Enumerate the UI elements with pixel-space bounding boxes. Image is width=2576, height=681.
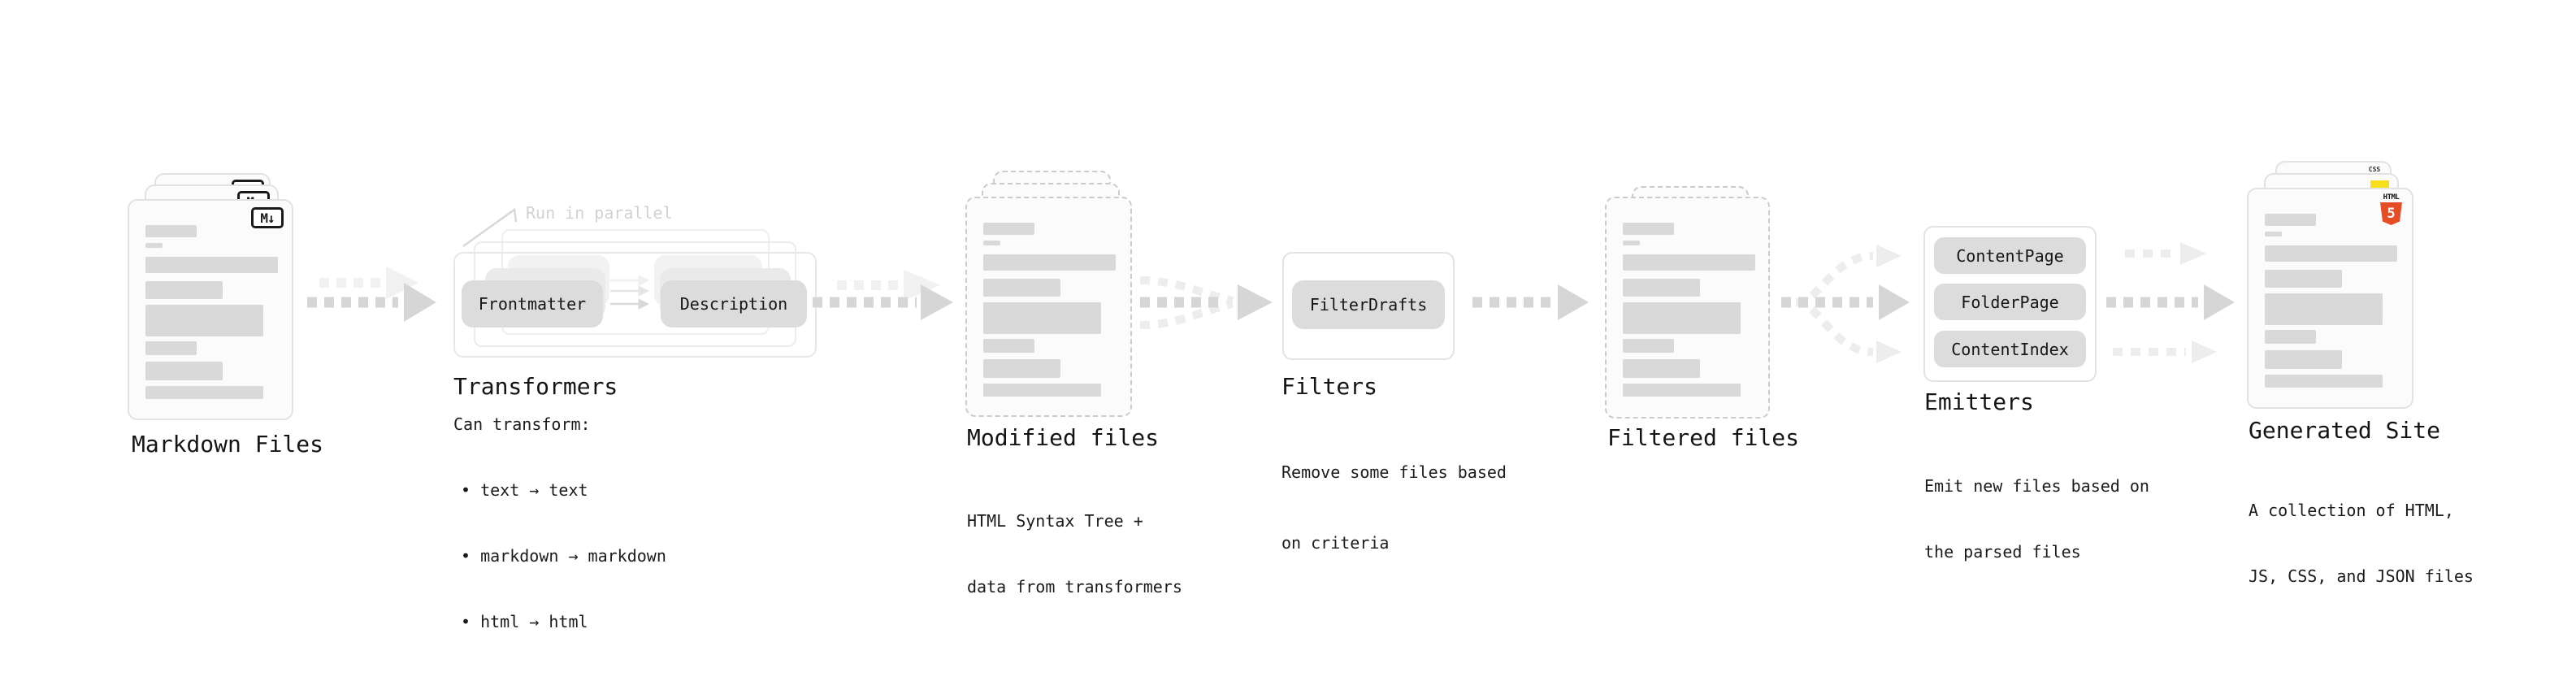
stage-label-modified-files: Modified files	[967, 424, 1160, 451]
filtered-card-front	[1605, 197, 1770, 419]
arrow-icon	[813, 284, 953, 320]
placeholder-line	[145, 386, 263, 399]
parallel-arrow-bottom	[2113, 340, 2217, 363]
arrow-icon	[2106, 284, 2235, 320]
css-badge-text: CSS	[2368, 166, 2381, 173]
converge-curve-top	[1139, 276, 1234, 305]
placeholder-line	[1623, 359, 1700, 378]
converge-curve-bottom	[1139, 300, 1234, 329]
modified-files-desc: HTML Syntax Tree + data from transformer…	[967, 466, 1182, 642]
mini-arrow-icon	[610, 285, 650, 297]
flow-arrow-markdown-to-transformers	[307, 267, 436, 322]
desc-line: data from transformers	[967, 577, 1182, 596]
html5-icon: HTML 5	[2380, 194, 2402, 225]
placeholder-line	[1623, 279, 1700, 297]
run-in-parallel-annotation: Run in parallel	[526, 203, 673, 223]
transformers-bullets: • text → text • markdown → markdown • ht…	[461, 436, 666, 677]
transform-bullet: • text → text	[461, 480, 588, 500]
html5-shield: 5	[2380, 202, 2402, 225]
html5-badge-text: HTML	[2383, 193, 2400, 202]
placeholder-line	[2265, 330, 2316, 344]
desc-line: A collection of HTML,	[2249, 501, 2454, 520]
placeholder-line	[1623, 302, 1741, 334]
placeholder-line	[1623, 384, 1741, 397]
placeholder-line	[2265, 350, 2342, 369]
placeholder-line	[983, 279, 1060, 297]
placeholder-line	[1623, 254, 1755, 271]
placeholder-line	[2265, 293, 2383, 325]
markdown-card-front: M↓	[128, 199, 293, 420]
placeholder-line	[2265, 245, 2397, 262]
placeholder-line	[983, 384, 1101, 397]
filters-box	[1282, 252, 1455, 360]
mini-arrow-icon	[610, 298, 650, 310]
emitter-pill-contentpage: ContentPage	[1934, 237, 2086, 274]
flow-arrow-filters-to-filtered	[1472, 284, 1589, 320]
placeholder-line	[983, 223, 1034, 235]
transform-bullet: • markdown → markdown	[461, 546, 666, 566]
placeholder-line	[145, 281, 223, 299]
generated-card-front: HTML 5	[2247, 188, 2413, 409]
filters-desc: Remove some files based on criteria	[1281, 414, 1507, 602]
placeholder-line	[1623, 339, 1674, 353]
arrow-icon	[1781, 284, 1910, 320]
placeholder-line	[145, 225, 197, 237]
placeholder-line	[983, 241, 1000, 245]
emitter-pill-contentindex: ContentIndex	[1934, 331, 2086, 367]
stage-label-markdown-files: Markdown Files	[132, 431, 324, 458]
emitters-desc: Emit new files based on the parsed files	[1924, 432, 2149, 607]
placeholder-line	[145, 257, 278, 273]
desc-line: JS, CSS, and JSON files	[2249, 566, 2474, 586]
html5-badge-number: 5	[2387, 205, 2396, 222]
arrow-icon	[1140, 284, 1273, 320]
stage-label-transformers: Transformers	[453, 373, 618, 400]
emitters-box	[1923, 226, 2097, 382]
desc-line: HTML Syntax Tree +	[967, 511, 1143, 531]
placeholder-line	[983, 254, 1116, 271]
transformers-desc-title: Can transform:	[453, 414, 591, 434]
placeholder-line	[983, 339, 1034, 353]
desc-line: Emit new files based on	[1924, 476, 2149, 496]
placeholder-line	[983, 302, 1101, 334]
filterdrafts-pill: FilterDrafts	[1292, 280, 1445, 329]
markdown-icon: M↓	[251, 207, 284, 228]
stage-label-filtered-files: Filtered files	[1607, 424, 1800, 451]
desc-line: the parsed files	[1924, 542, 2081, 562]
placeholder-line	[983, 359, 1060, 378]
flow-arrow-emitters-to-generated	[2106, 242, 2235, 363]
generated-site-desc: A collection of HTML, JS, CSS, and JSON …	[2249, 456, 2474, 631]
placeholder-line	[145, 305, 263, 336]
frontmatter-pill: Frontmatter	[462, 280, 603, 327]
placeholder-line	[2265, 214, 2316, 226]
description-pill: Description	[661, 280, 807, 327]
stage-label-generated-site: Generated Site	[2249, 417, 2441, 444]
transform-mini-arrows	[610, 275, 650, 310]
placeholder-line	[2265, 232, 2282, 236]
arrow-icon	[307, 283, 436, 322]
placeholder-line	[1623, 223, 1674, 235]
placeholder-line	[2265, 270, 2342, 288]
flow-arrow-filtered-to-emitters	[1781, 245, 1910, 363]
flow-arrow-transformers-to-modified	[813, 270, 953, 320]
transform-bullet: • html → html	[461, 612, 588, 631]
flow-arrow-modified-to-filters	[1139, 276, 1273, 329]
parallel-arrow-top	[2125, 242, 2206, 265]
modified-card-front	[965, 197, 1132, 417]
arrow-icon	[1472, 284, 1589, 320]
desc-line: Remove some files based	[1281, 462, 1507, 482]
annotation-bracket	[462, 207, 518, 248]
ghost-arrow-icon	[319, 267, 418, 299]
placeholder-line	[1623, 241, 1640, 245]
stage-label-emitters: Emitters	[1924, 388, 2034, 415]
emitter-pill-folderpage: FolderPage	[1934, 284, 2086, 320]
placeholder-line	[2265, 375, 2383, 388]
placeholder-line	[145, 243, 163, 248]
placeholder-line	[145, 341, 197, 355]
mini-arrow-icon	[610, 275, 650, 286]
desc-line: on criteria	[1281, 533, 1390, 553]
stage-label-filters: Filters	[1281, 373, 1378, 400]
placeholder-line	[145, 362, 223, 380]
